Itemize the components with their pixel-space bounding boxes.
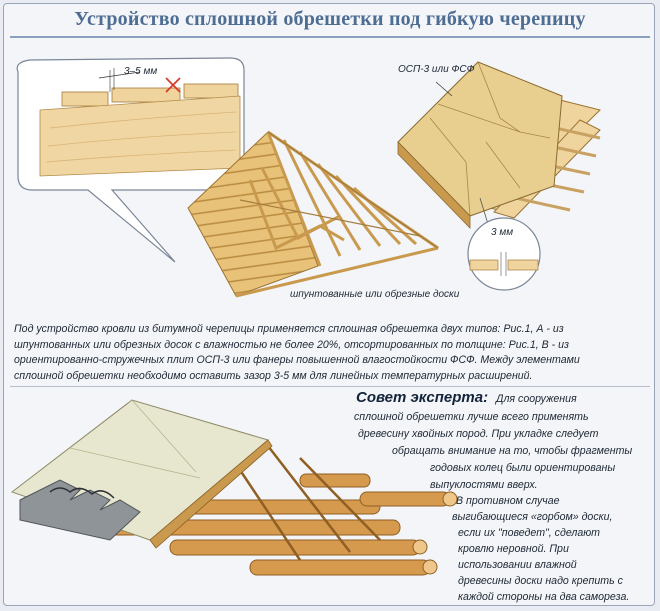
osb-leader [435,81,453,97]
osp-label: ОСП-3 или ФСФ [398,64,475,75]
paragraph-line: шпунтованных или обрезных досок с влажно… [14,338,569,351]
paragraph-divider [10,386,650,387]
tip-line: обращать внимание на то, чтобы фрагменты [392,445,633,457]
boards-label: шпунтованные или обрезные доски [290,289,460,300]
title-divider [10,36,650,38]
gap-label: 3–5 мм [124,66,158,77]
gap-dimension [98,71,141,79]
tip-line: использовании влажной [458,559,577,571]
osb-roof-drawing [397,61,601,229]
tip-line: кровлю неровной. При [458,543,569,555]
tip-line: выгибающиеся «горбом» доски, [452,511,613,523]
tip-line: выпуклостями вверх. [430,479,538,491]
board-bevel [39,95,241,177]
tip-line: древесину хвойных пород. При укладке сле… [358,428,599,440]
boards-gap-callout [16,57,245,263]
truss-roof-drawing [187,130,439,298]
tip-line: сплошной обрешетки лучше всего применять [354,411,589,423]
gap-detail-circle [467,197,541,291]
red-cross-icon [165,77,181,93]
expert-tip-heading: Совет эксперта: [356,389,489,406]
page-title: Устройство сплошной обрешетки под гибкую… [74,8,586,30]
description-paragraph: Под устройство кровли из битумной черепи… [14,322,652,384]
tip-line: годовых колец были ориентированы [430,462,616,474]
tip-line: Для сооружения [496,393,577,405]
tip-line: В противном случае [456,495,560,507]
log-roof-drawing [10,399,458,576]
paragraph-line: Под устройство кровли из битумной черепи… [14,323,564,335]
board-top-3 [183,83,239,99]
boards-deck [187,131,319,297]
paragraph-line: сплошной обрешетки необходимо оставить з… [14,369,533,382]
tip-line: древесины доски надо крепить с [458,575,623,587]
board-top-1 [61,91,109,107]
tip-line: каждой стороны на два самореза. [458,591,630,603]
board-edge [149,439,273,549]
board-top-2 [111,87,181,103]
paragraph-line: ориентированно-стружечных плит ОСП-3 или… [14,354,580,366]
tip-line: если их "поведет", сделают [458,527,601,539]
gap-small-label: 3 мм [491,227,514,238]
